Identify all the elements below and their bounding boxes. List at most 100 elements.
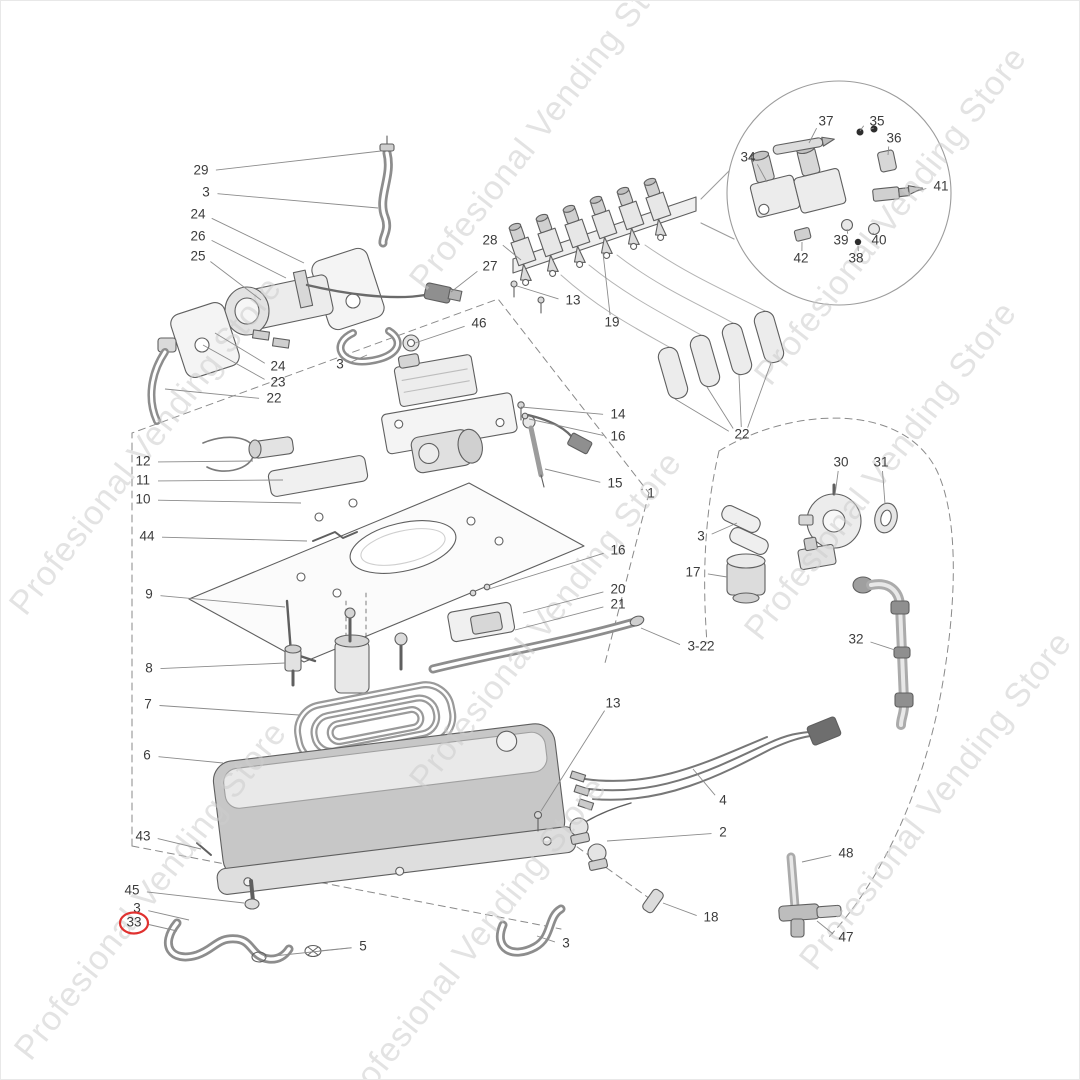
part-callout-24: 24: [214, 332, 286, 374]
part-number-label: 24: [270, 359, 286, 374]
leader-line: [160, 662, 286, 670]
part-number-label: 8: [145, 661, 153, 676]
part-callout-31: 31: [873, 455, 889, 505]
part-callout-15: 15: [544, 468, 623, 491]
part-callout-47: 47: [816, 920, 854, 945]
leader-line: [711, 522, 738, 535]
leader-line: [834, 470, 839, 496]
leader-line: [214, 332, 266, 364]
part-number-label: 10: [135, 492, 150, 507]
leader-line: [747, 362, 772, 428]
part-number-label: 11: [136, 473, 150, 488]
leader-line: [859, 125, 865, 132]
outlet-tubes: [560, 244, 785, 400]
part-callout-26: 26: [190, 229, 287, 279]
part-number-label: 4: [719, 793, 727, 808]
part-callout-23: 23: [202, 344, 286, 390]
highlight-circle: [118, 911, 150, 935]
part-callout-10: 10: [135, 492, 302, 507]
part-number-label: 6: [143, 748, 151, 763]
leader-line: [263, 947, 352, 958]
drain-hoses: [163, 879, 566, 964]
leader-line: [641, 488, 644, 491]
leader-line: [450, 270, 478, 293]
leader-line: [158, 756, 224, 764]
part-callout-24: 24: [190, 207, 305, 264]
inline-sensor: [642, 888, 664, 914]
part-number-label: 30: [833, 455, 848, 470]
valve-manifold: [508, 168, 735, 314]
assembly-boundary-dashed: [131, 298, 954, 940]
boiler-group: [196, 607, 577, 895]
part-number-label: 13: [565, 293, 580, 308]
part-number-label: 45: [124, 883, 139, 898]
leader-line: [602, 252, 611, 316]
part-number-label: 20: [610, 582, 625, 597]
part-callout-16: 16: [488, 543, 626, 590]
hose-3-22: [428, 615, 645, 674]
part-number-label: 12: [135, 454, 150, 469]
part-number-label: 16: [610, 543, 625, 558]
part-number-label: 19: [604, 315, 619, 330]
leader-line: [870, 232, 875, 235]
leader-line: [215, 150, 382, 171]
part-callout-37: 37: [808, 114, 834, 144]
part-number-label: 37: [818, 114, 833, 129]
part-callout-5: 5: [263, 939, 367, 958]
part-number-label: 25: [190, 249, 205, 264]
part-callout-25: 25: [190, 249, 262, 301]
part-number-label: 23: [270, 375, 285, 390]
part-callout-20: 20: [522, 582, 626, 614]
leader-line: [211, 239, 287, 279]
leader-line: [536, 935, 556, 943]
detail-inset-circle: [726, 80, 952, 306]
leader-line: [706, 386, 734, 429]
part-number-label: 36: [886, 131, 901, 146]
part-number-label: 16: [610, 429, 625, 444]
part-callout-2: 2: [606, 825, 727, 842]
part-number-label: 3: [133, 901, 141, 916]
leader-line: [520, 406, 604, 415]
part-number-label: 3: [336, 357, 344, 372]
part-callout-46: 46: [414, 316, 487, 344]
part-callout-35: 35: [859, 114, 885, 132]
leader-line: [692, 768, 716, 796]
part-callout-13: 13: [540, 696, 621, 812]
part-callout-44: 44: [139, 529, 308, 544]
part-callout-6: 6: [143, 748, 224, 764]
part-callout-8: 8: [145, 661, 286, 676]
part-callout-34: 34: [740, 150, 768, 183]
part-callout-3: 3: [697, 522, 738, 544]
riser-tube: [852, 576, 914, 730]
part-callout-40: 40: [870, 232, 887, 248]
part-callout-14: 14: [520, 406, 626, 422]
part-number-label: 17: [685, 565, 700, 580]
solenoid-valve: [508, 177, 672, 286]
part-callout-21: 21: [514, 597, 626, 631]
part-number-label: 13: [605, 696, 620, 711]
part-callout-22: 22: [674, 362, 772, 442]
part-number-label: 5: [359, 939, 367, 954]
part-callout-36: 36: [886, 131, 902, 156]
part-callout-3-22: 3-22: [640, 627, 715, 654]
leader-line: [522, 591, 604, 614]
part-callout-3: 3: [202, 185, 379, 209]
level-probe: [521, 412, 593, 488]
part-number-label: 24: [190, 207, 206, 222]
part-number-label: 3: [202, 185, 210, 200]
part-number-label: 39: [833, 233, 848, 248]
leader-line: [662, 902, 697, 917]
part-callout-29: 29: [193, 150, 382, 178]
leader-line: [707, 573, 728, 578]
part-number-label: 48: [838, 846, 853, 861]
part-callout-3: 3: [536, 935, 570, 951]
part-callout-4: 4: [692, 768, 727, 808]
inlet-hose: [378, 135, 395, 248]
part-callout-22: 22: [164, 388, 282, 406]
leader-line: [350, 354, 368, 363]
part-number-label: 7: [144, 697, 152, 712]
part-number-label: 14: [610, 407, 626, 422]
part-number-label: 21: [610, 597, 625, 612]
part-number-label: 18: [703, 910, 718, 925]
